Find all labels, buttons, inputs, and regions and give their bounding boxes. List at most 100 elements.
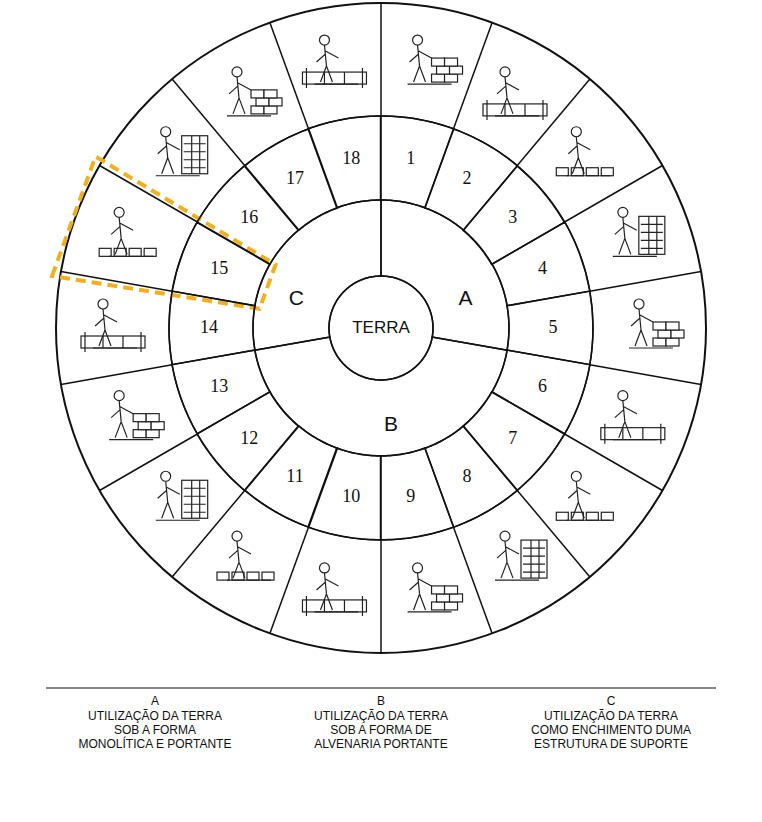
illustration-stroke xyxy=(615,401,637,438)
outer-circle xyxy=(56,3,706,653)
text-line: C xyxy=(607,694,616,708)
illustration-stroke xyxy=(316,45,338,82)
illustration-stroke xyxy=(314,611,358,612)
illustration-stroke xyxy=(227,579,271,580)
number-sector: 15 xyxy=(172,222,270,306)
worker-illustration xyxy=(495,531,547,580)
illustration-stroke xyxy=(182,480,208,518)
illustration-stroke xyxy=(95,309,117,346)
number-sector: 1 xyxy=(381,116,454,208)
sector-border xyxy=(169,291,255,365)
sector-border xyxy=(492,350,590,434)
illustration-stroke xyxy=(408,611,452,612)
illustration-stroke xyxy=(158,137,180,174)
illustration-stroke xyxy=(114,207,124,217)
illustration-stroke xyxy=(114,391,124,401)
sector-border xyxy=(463,392,564,490)
text-line: SOB A FORMA xyxy=(79,723,232,737)
illustration-stroke xyxy=(432,58,445,66)
sector-divider xyxy=(590,365,701,385)
worker-illustration xyxy=(302,35,366,88)
illustration-stroke xyxy=(568,481,590,518)
callout-number: 3 xyxy=(508,208,517,228)
illustration-stroke xyxy=(432,602,445,610)
illustration-stroke xyxy=(232,531,242,541)
illustration-stroke xyxy=(445,602,458,610)
illustration-stroke xyxy=(568,137,590,174)
illustration-stroke xyxy=(264,106,277,114)
sector-divider xyxy=(565,434,663,491)
illustration-stroke xyxy=(217,572,229,580)
text-line: UTILIZAÇÃO DA TERRA xyxy=(314,709,448,723)
callout-number: 8 xyxy=(462,467,471,487)
sector-border xyxy=(308,448,381,540)
illustration-stroke xyxy=(586,512,598,520)
illustration-stroke xyxy=(671,330,684,338)
text-line: UTILIZAÇÃO DA TERRA xyxy=(531,709,691,723)
illustration-stroke xyxy=(413,563,423,573)
column-description: UTILIZAÇÃO DA TERRA COMO ENCHIMENTO DUMA… xyxy=(531,709,691,751)
illustration-stroke xyxy=(269,98,282,106)
callout-number: 4 xyxy=(538,259,547,279)
illustration-stroke xyxy=(450,594,463,602)
illustration-stroke xyxy=(229,77,251,114)
illustration-stroke xyxy=(497,541,519,578)
illustration-stroke xyxy=(566,175,610,176)
sector-border xyxy=(381,200,509,350)
text-line: B xyxy=(377,694,385,708)
illustration-stroke xyxy=(133,430,146,438)
sector-outline xyxy=(381,448,454,540)
illustration-stroke xyxy=(631,309,653,346)
worker-illustration xyxy=(99,207,156,256)
illustration-stroke xyxy=(146,430,159,438)
illustration-stroke xyxy=(111,401,133,438)
text-line: COMO ENCHIMENTO DUMA xyxy=(531,723,691,737)
sector-border xyxy=(381,116,454,208)
sector-outline xyxy=(255,337,507,456)
number-sector: 9 xyxy=(381,448,454,540)
sector-border xyxy=(197,166,298,264)
separator-rule xyxy=(46,687,716,688)
sector-divider xyxy=(61,365,172,385)
group-letter: A xyxy=(459,286,473,309)
callout-number: 16 xyxy=(240,208,258,228)
group-letter: C xyxy=(289,286,304,309)
column-letter: C xyxy=(607,694,616,708)
illustration-stroke xyxy=(161,127,171,137)
sector-divider xyxy=(380,540,382,653)
illustration-stroke xyxy=(251,90,264,98)
illustration-stroke xyxy=(306,596,362,616)
sector-border xyxy=(245,426,337,527)
text-line: MONOLÍTICA E PORTANTE xyxy=(79,737,232,751)
illustration-stroke xyxy=(618,207,628,217)
illustration-stroke xyxy=(495,115,539,116)
illustration-stroke xyxy=(182,136,208,174)
illustration-stroke xyxy=(500,67,510,77)
number-sector: 14 xyxy=(169,291,255,365)
number-sector: 7 xyxy=(463,392,564,490)
sector-border xyxy=(255,337,507,456)
illustration-stroke xyxy=(306,68,362,88)
sector-border xyxy=(253,200,381,350)
worker-illustration xyxy=(217,531,274,580)
group-sector: B xyxy=(255,337,507,456)
illustration-stroke xyxy=(556,168,568,176)
callout-number: 1 xyxy=(406,149,415,169)
illustration-stroke xyxy=(497,77,519,114)
sector-border xyxy=(172,222,270,306)
illustration-stroke xyxy=(641,216,663,254)
illustration-stroke xyxy=(262,572,274,580)
illustration-stroke xyxy=(184,480,206,518)
sector-border xyxy=(425,426,517,527)
illustration-stroke xyxy=(410,573,432,610)
illustration-stroke xyxy=(613,256,657,257)
illustration-stroke xyxy=(432,74,445,82)
illustration-stroke xyxy=(98,299,108,309)
illustration-stroke xyxy=(227,115,271,116)
illustration-stroke xyxy=(495,579,539,580)
sector-divider xyxy=(454,527,493,633)
illustration-stroke xyxy=(556,512,568,520)
callout-number: 10 xyxy=(342,487,360,507)
callout-number: 6 xyxy=(538,377,547,397)
